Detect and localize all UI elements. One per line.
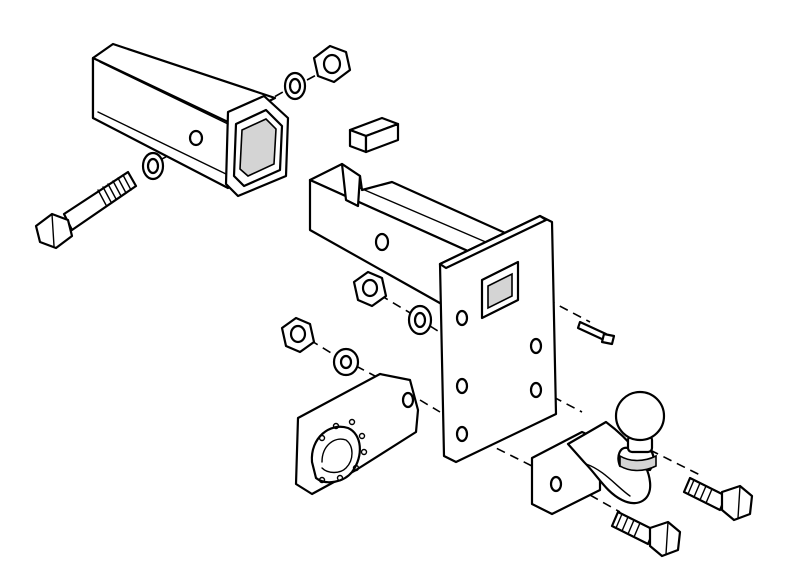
receiver-tube [91,42,290,198]
nut-top [312,44,352,84]
washer-lower [332,347,360,377]
socket-plate [294,372,420,496]
nut-lower [280,316,316,354]
tow-ball [530,390,666,516]
washer-front [141,151,165,181]
drawbar-mount [308,162,558,464]
split-pin [576,320,616,346]
nut-middle [352,270,388,308]
washer-middle [407,304,433,336]
socket-plate-holes [318,418,368,484]
bolt-upper-right [682,476,754,522]
spacer-block [348,116,400,154]
bolt-long [34,170,138,250]
bolt-lower-right [610,510,682,558]
bolt-lower-right-thread [615,513,641,538]
washer-rear [283,71,307,101]
bolt-long-thread [97,174,132,206]
bolt-upper-right-thread [687,479,713,504]
